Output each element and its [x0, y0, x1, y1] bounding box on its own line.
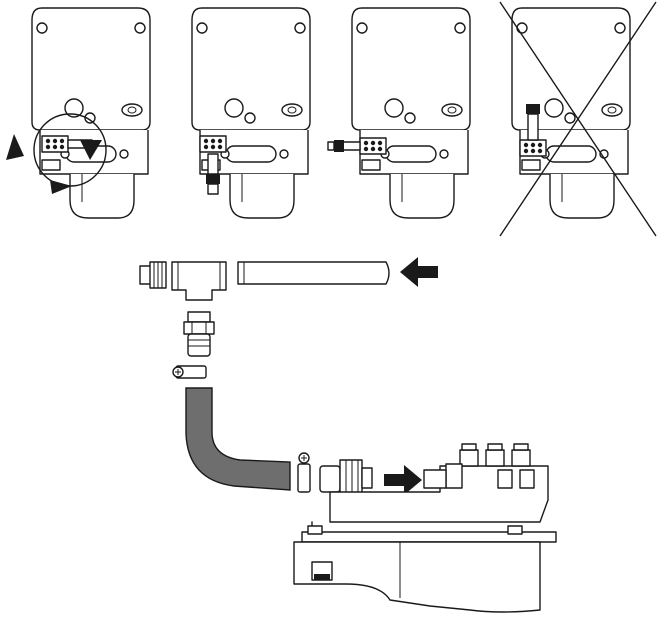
rotate-arrow-icon	[50, 180, 72, 194]
hose-nipple	[183, 311, 215, 357]
flow-arrow-icon	[384, 465, 422, 495]
panel-step-3	[327, 7, 471, 219]
rotate-arrow-icon	[80, 140, 102, 160]
hose-clamp	[172, 365, 207, 379]
not-allowed-cross	[499, 1, 657, 237]
hose-clamp	[297, 452, 311, 493]
panel-step-4	[499, 1, 657, 237]
threaded-plug	[139, 261, 167, 289]
panel-step-2	[191, 7, 311, 219]
threaded-connector	[319, 459, 373, 497]
rotate-arrow-icon	[6, 134, 24, 160]
drain-hose	[185, 387, 291, 491]
pipe	[237, 261, 390, 285]
tee-fitting	[171, 261, 227, 301]
pump-unit	[293, 443, 557, 613]
panel-step-1	[6, 7, 151, 219]
flow-arrow-icon	[400, 257, 438, 287]
